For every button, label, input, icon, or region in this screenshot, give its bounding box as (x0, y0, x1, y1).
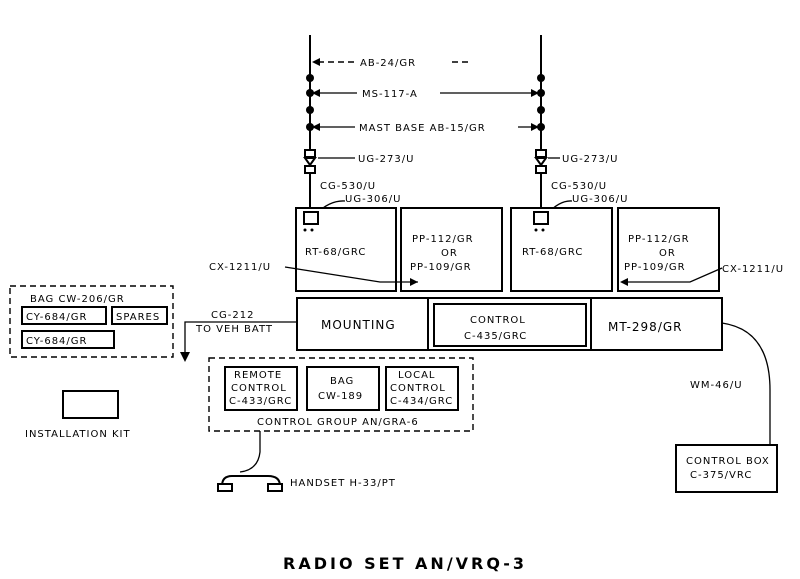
mast-joints (306, 74, 545, 131)
pp-left-line2: OR (441, 248, 458, 259)
cg530-right-label: CG-530/U (551, 181, 607, 192)
mounting-label: MOUNTING (321, 318, 396, 332)
bag-cw189-label-2: CW-189 (318, 391, 363, 402)
bag-group-frame (9, 285, 174, 358)
cg212-label: CG-212 (211, 310, 254, 321)
rt68-right-label: RT-68/GRC (522, 247, 583, 258)
diagram-title: RADIO SET AN/VRQ-3 (283, 554, 527, 573)
ug273-connector-icon (303, 149, 548, 174)
local-label-3: C-434/GRC (390, 396, 453, 407)
local-control-box (385, 366, 459, 411)
wm46-label: WM-46/U (690, 380, 743, 391)
control-box-label-1: CONTROL BOX (686, 456, 770, 467)
control-label-2: C-435/GRC (464, 331, 527, 342)
veh-batt-label: TO VEH BATT (195, 324, 273, 335)
installation-kit-label: INSTALLATION KIT (25, 429, 131, 440)
installation-kit-box (62, 390, 119, 419)
control-box-label-2: C-375/VRC (690, 470, 752, 481)
ug273-right-label: UG-273/U (562, 154, 618, 165)
remote-label-3: C-433/GRC (229, 396, 292, 407)
ab24-label: AB-24/GR (360, 58, 416, 69)
mt298-label: MT-298/GR (608, 320, 683, 334)
ug306-left-label: UG-306/U (345, 194, 401, 205)
mast-base-label: MAST BASE AB-15/GR (359, 123, 486, 134)
ug273-left-label: UG-273/U (358, 154, 414, 165)
cx1211-right-label: CX-1211/U (722, 264, 784, 275)
local-label-2: CONTROL (390, 383, 446, 394)
ug306-right-label: UG-306/U (572, 194, 628, 205)
pp-right-line1: PP-112/GR (628, 234, 690, 245)
bag-cw206-label: BAG CW-206/GR (30, 294, 125, 305)
cy684-bottom-label: CY-684/GR (26, 336, 88, 347)
control-label-1: CONTROL (470, 315, 526, 326)
pp-right-line2: OR (659, 248, 676, 259)
pp-left-line3: PP-109/GR (410, 262, 472, 273)
cg530-left-label: CG-530/U (320, 181, 376, 192)
bag-cw189-box (306, 366, 380, 411)
pp-left-box (400, 207, 503, 292)
control-box (675, 444, 778, 493)
spares-label: SPARES (116, 312, 160, 323)
remote-label-2: CONTROL (231, 383, 287, 394)
remote-label-1: REMOTE (234, 370, 282, 381)
rt68-right-box (510, 207, 613, 292)
ms117-label: MS-117-A (362, 89, 418, 100)
pp-left-line1: PP-112/GR (412, 234, 474, 245)
rt68-left-label: RT-68/GRC (305, 247, 366, 258)
handset-icon (217, 475, 283, 492)
pp-right-line3: PP-109/GR (624, 262, 686, 273)
cy684-top-label: CY-684/GR (26, 312, 88, 323)
control-group-frame (208, 357, 474, 432)
cx1211-left-label: CX-1211/U (209, 262, 271, 273)
control-group-label: CONTROL GROUP AN/GRA-6 (257, 417, 419, 428)
local-label-1: LOCAL (398, 370, 435, 381)
remote-control-box (224, 366, 298, 411)
handset-label: HANDSET H-33/PT (290, 478, 396, 489)
bag-cw189-label-1: BAG (330, 376, 354, 387)
dimension-lines (312, 58, 539, 131)
